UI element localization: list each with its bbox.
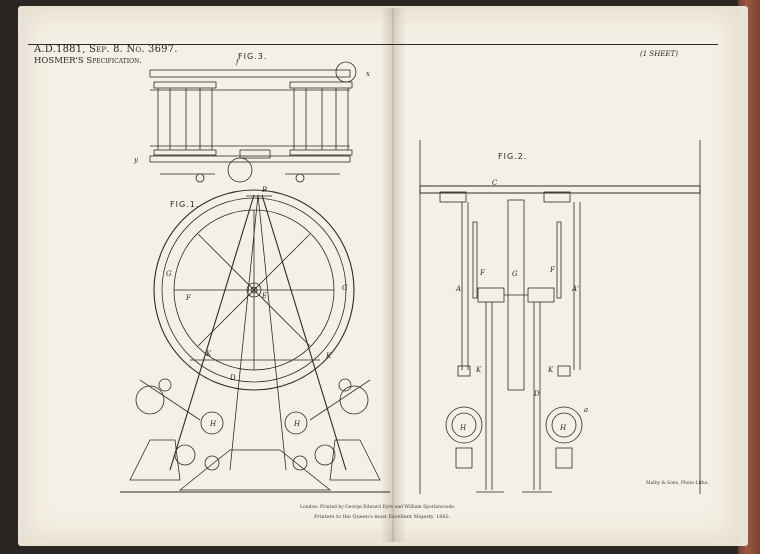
label-K-right: K: [325, 352, 332, 360]
label-x-fig3: x: [366, 70, 370, 78]
label-y-fig3: y: [133, 156, 139, 164]
book-gutter: [380, 8, 406, 542]
fig2-caption: FIG.2.: [498, 152, 528, 161]
printer-to-queen-line: Printers to the Queen's most Excellent M…: [314, 514, 451, 520]
label-f-fig3: f: [235, 58, 240, 66]
fig1-drawing: [120, 189, 390, 493]
patent-number-heading: A.D.1881, Sep. 8. No. 3697.: [34, 44, 178, 55]
patent-sheet: [22, 8, 738, 542]
label-D-fig2: D: [533, 390, 540, 398]
fig1-caption: FIG.1.: [170, 200, 200, 209]
label-F-fig2-right: F: [549, 266, 556, 274]
specification-heading: HOSMER'S Specification.: [34, 56, 142, 66]
fig2-drawing: [419, 140, 701, 494]
fig3-drawing: [149, 61, 357, 183]
printer-imprint-line: London: Printed by George Edward Eyre an…: [300, 505, 456, 510]
label-C-fig2: C: [492, 179, 498, 187]
sheet-count-label: (1 SHEET): [640, 50, 678, 58]
label-K-left: K: [205, 350, 212, 358]
label-a-fig2: a: [584, 406, 588, 414]
label-H-fig2-left: H: [459, 424, 467, 432]
label-H-fig2-right: H: [559, 424, 567, 432]
label-G-fig2: G: [512, 270, 518, 278]
label-B-fig1: B: [261, 186, 267, 194]
label-E-fig1: E: [261, 292, 267, 300]
border-rule: [28, 44, 718, 495]
label-D-fig1: D: [229, 374, 236, 382]
fig3-caption: FIG.3.: [238, 52, 268, 61]
label-A1-fig2: A': [571, 285, 579, 293]
label-F-fig2-left: F: [479, 269, 486, 277]
photo-litho-credit: Malby & Sons, Photo-Litho.: [646, 481, 709, 486]
label-G-left: G: [166, 270, 172, 278]
label-H-left: H: [209, 420, 217, 428]
label-F-fig1: F: [185, 294, 192, 302]
label-K-fig2-right: K: [547, 366, 554, 374]
label-K-fig2-left: K: [475, 366, 482, 374]
label-H-right: H: [293, 420, 301, 428]
label-A-fig2: A: [455, 285, 461, 293]
label-G-right: G: [342, 284, 348, 292]
